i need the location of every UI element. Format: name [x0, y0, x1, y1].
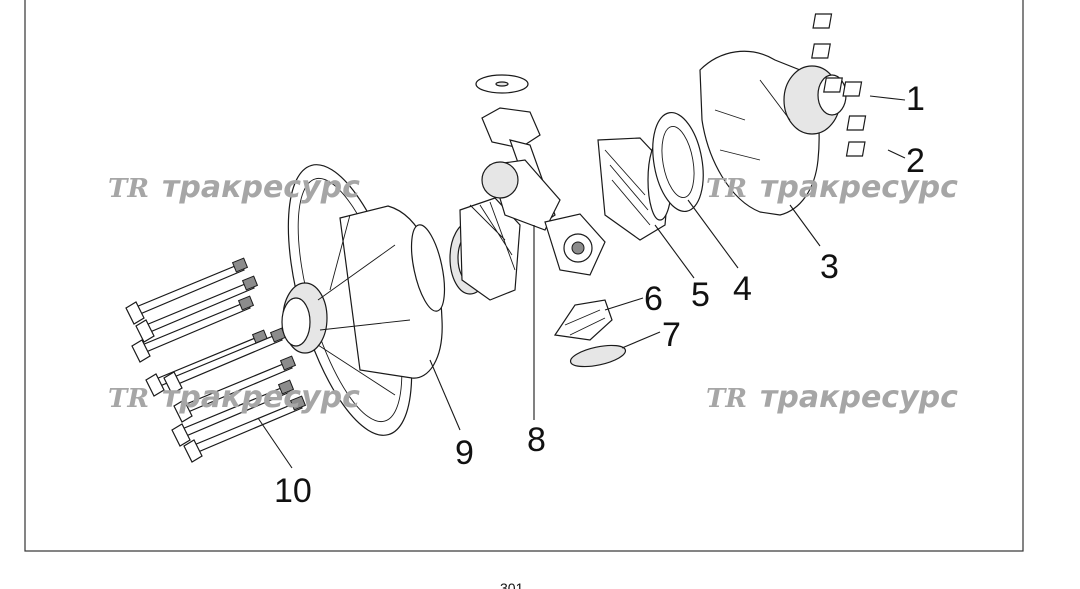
callout-2: 2: [906, 142, 925, 180]
callout-6: 6: [644, 280, 663, 318]
watermark-2: TR тракресурс: [706, 170, 958, 205]
leader-lines: [257, 95, 906, 469]
watermark-logo: TR: [706, 384, 747, 414]
side-gear-left: [459, 197, 521, 301]
watermark-3: TR тракресурс: [108, 380, 360, 415]
callout-5: 5: [691, 276, 710, 314]
blocks-part-1: [811, 13, 863, 97]
watermark-text: тракресурс: [760, 380, 958, 415]
watermark-4: TR тракресурс: [706, 380, 958, 415]
watermark-text: тракресурс: [162, 170, 360, 205]
watermark-text: тракресурс: [162, 380, 360, 415]
callout-1: 1: [906, 80, 925, 118]
watermark-logo: TR: [706, 174, 747, 204]
callout-8: 8: [527, 421, 546, 459]
callout-10: 10: [274, 472, 312, 510]
pinion-part-6: [553, 299, 613, 341]
callout-4: 4: [733, 270, 752, 308]
page-number: 301: [500, 580, 524, 589]
callout-9: 9: [455, 434, 474, 472]
blocks-part-2: [845, 115, 867, 157]
thrust-washer-part-4: [652, 111, 704, 213]
callout-7: 7: [662, 316, 681, 354]
bolts-part-10: [125, 257, 307, 463]
spider-part-8: [475, 74, 606, 276]
watermark-1: TR тракресурс: [108, 170, 360, 205]
thrust-plate-part-7: [569, 344, 627, 368]
drawing-frame: [24, 0, 1024, 552]
watermark-text: тракресурс: [760, 170, 958, 205]
watermark-logo: TR: [108, 384, 149, 414]
callout-3: 3: [820, 248, 839, 286]
watermark-logo: TR: [108, 174, 149, 204]
